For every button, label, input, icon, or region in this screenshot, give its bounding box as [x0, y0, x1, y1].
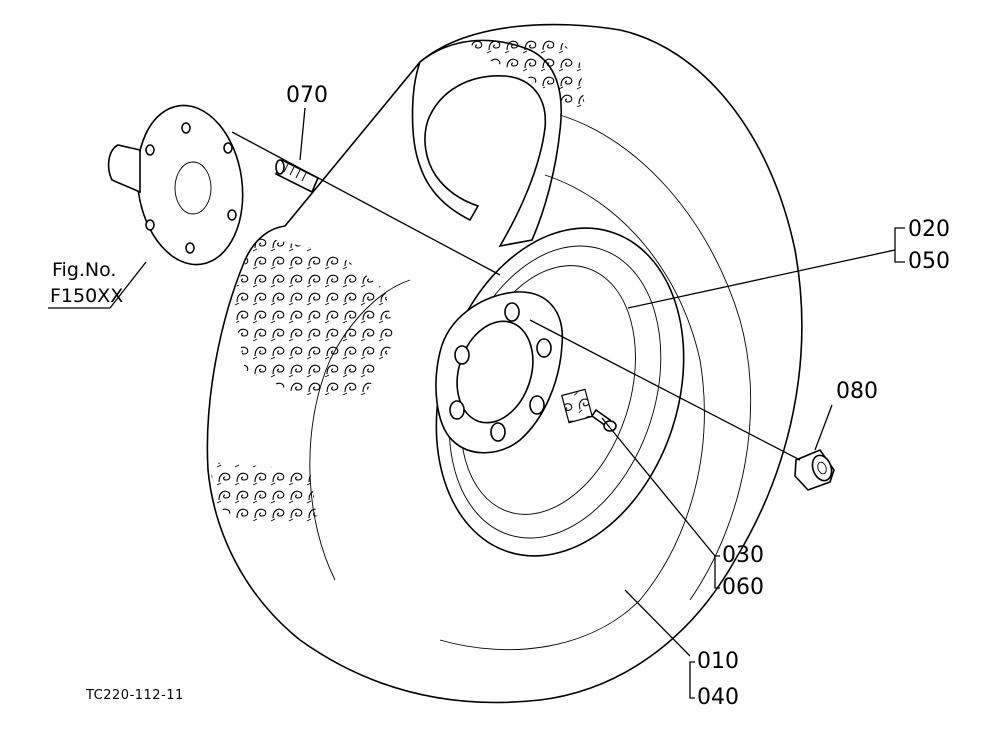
sidewall-line-2: [559, 114, 752, 601]
hub-assembly: [107, 104, 244, 266]
hub-shaft: [107, 144, 141, 194]
sidewall-line-3: [439, 174, 705, 651]
stud-bolt: [274, 158, 320, 194]
hub-bolt-holes: [145, 122, 237, 254]
wheel-rim: [435, 227, 685, 557]
leader-lines: [48, 107, 896, 657]
callout-brackets: [689, 227, 905, 699]
valve-patch: [561, 388, 593, 424]
callout-060: 060: [722, 575, 764, 600]
figure-reference-number: F150XX: [50, 285, 123, 307]
rim-bolt-holes: [449, 302, 552, 442]
tread-top: [470, 40, 585, 110]
callout-080: 080: [836, 379, 878, 404]
callout-040: 040: [697, 685, 739, 710]
callout-030: 030: [722, 543, 764, 568]
figure-reference-label: Fig.No.: [52, 259, 116, 281]
callout-010: 010: [697, 649, 739, 674]
wheel-nut: [794, 449, 835, 491]
callout-070: 070: [286, 83, 328, 108]
drawing-code: TC220-112-11: [85, 688, 184, 703]
hub-center: [174, 161, 212, 215]
callout-020: 020: [908, 217, 950, 242]
hub-flange: [136, 104, 244, 266]
tread-lower: [210, 462, 318, 525]
callout-050: 050: [908, 249, 950, 274]
tread-left: [232, 235, 395, 395]
sidewall-line-1: [309, 279, 411, 581]
